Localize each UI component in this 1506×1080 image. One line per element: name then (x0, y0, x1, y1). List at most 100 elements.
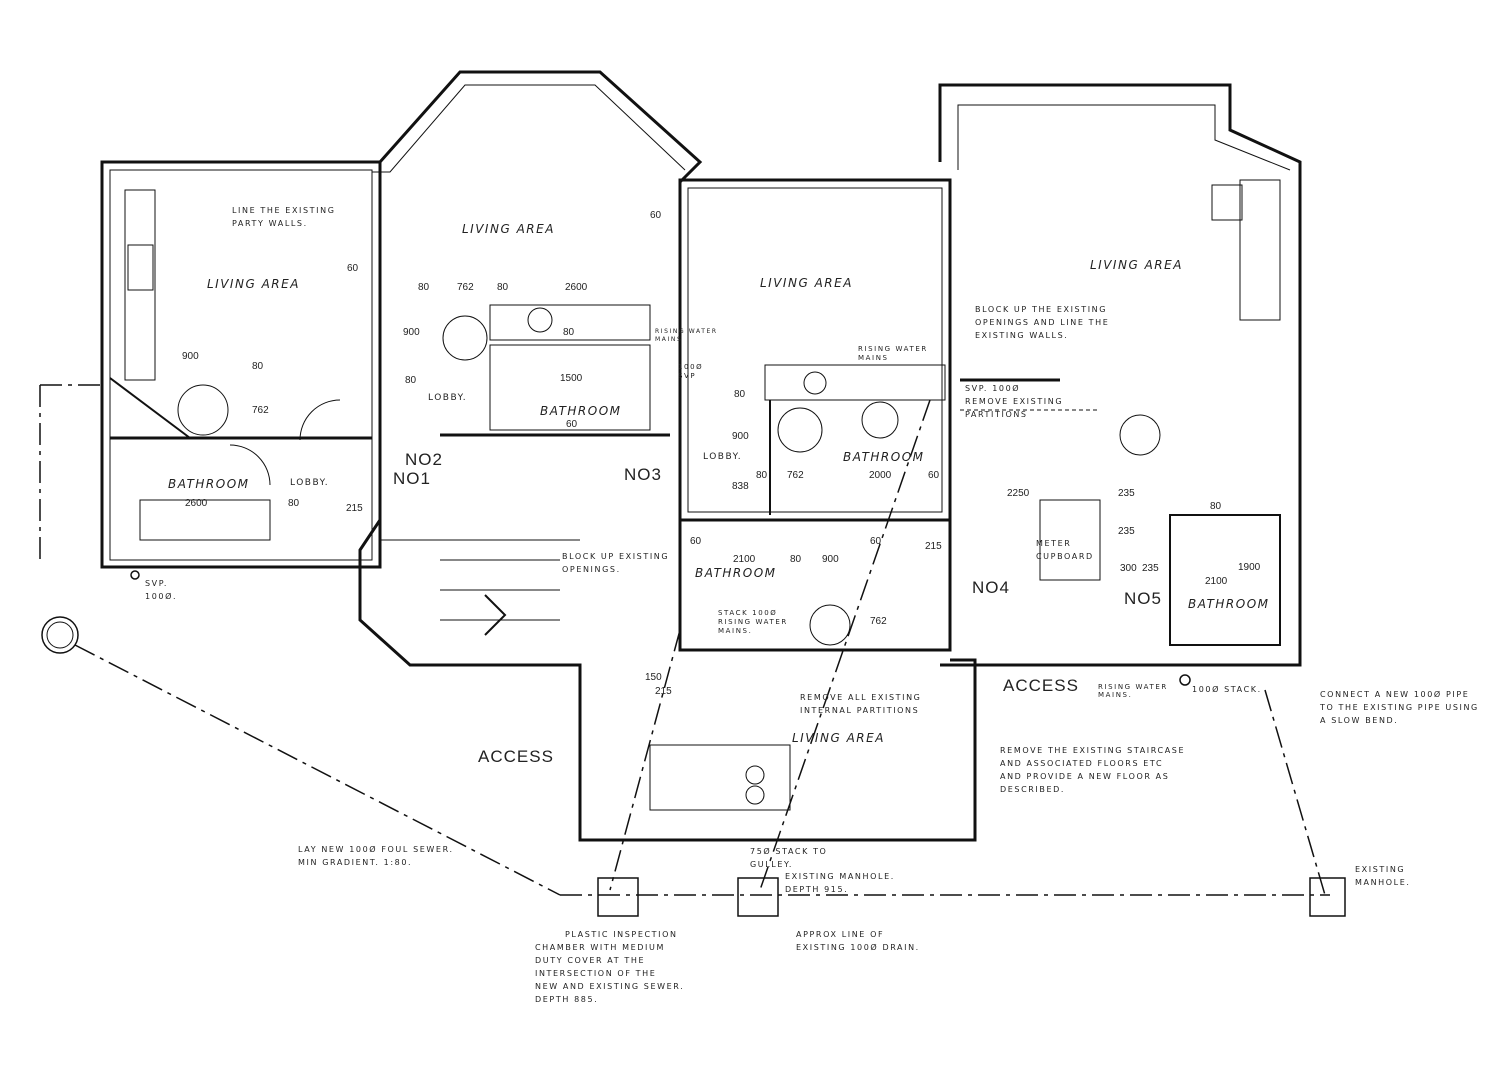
note-existing-manhole-right: Existing manhole. (1355, 863, 1411, 889)
note-line: a slow bend. (1320, 716, 1399, 725)
dimension: 80 (405, 375, 417, 386)
note-line: 100Ø. (145, 592, 178, 601)
room-label-bathroom: Bathroom (695, 566, 777, 580)
dimension: 900 (732, 431, 749, 442)
dimension: 215 (655, 686, 672, 697)
note-remove-staircase: Remove the existing staircaseand associa… (1000, 744, 1185, 796)
unit-2-walls (362, 70, 952, 522)
dimension: 1900 (1238, 562, 1261, 573)
dimension: 215 (346, 503, 363, 514)
room-label-living: Living Area (462, 222, 555, 236)
dimension: 80 (563, 327, 575, 338)
manholes (41, 570, 1346, 917)
dimension: 900 (182, 351, 199, 362)
dimension: 60 (928, 470, 940, 481)
dimension: 80 (252, 361, 264, 372)
unit-4-walls (938, 83, 1302, 667)
note-line: to the existing pipe using (1320, 703, 1479, 712)
dimension: 2100 (733, 554, 756, 565)
note-line: manhole. (1355, 878, 1411, 887)
note-existing-drain: Approx line ofexisting 100Ø drain. (796, 928, 920, 954)
room-label-living: Living Area (760, 276, 853, 290)
note-svp-remove-partitions: SVP. 100ØRemove existingpartitions (965, 382, 1063, 421)
note-rising-water-mains: Rising watermains (655, 328, 718, 344)
unit-number-4: No4 (972, 578, 1010, 597)
note-line: SVP. 100Ø (965, 384, 1021, 393)
dimension: 80 (756, 470, 768, 481)
room-label-living: Living Area (792, 731, 885, 745)
note-line: internal partitions (800, 706, 920, 715)
dimension: 215 (925, 541, 942, 552)
dimension: 762 (457, 282, 474, 293)
dimension: 762 (870, 616, 887, 627)
dimension: 60 (650, 210, 662, 221)
note-line: Stack 100Ø (718, 609, 778, 617)
dimension: 2250 (1007, 488, 1030, 499)
note-line: chamber with medium (535, 943, 665, 952)
unit-number-2: No2 (405, 450, 443, 469)
note-stack: Stack 100ØRising watermains. (718, 609, 788, 636)
note-inspection-chamber: Plastic inspection chamber with medium dut… (535, 928, 684, 1006)
dimension: 60 (566, 419, 578, 430)
note-line: Remove existing (965, 397, 1064, 406)
dimension: 235 (1142, 563, 1159, 574)
note-party-walls: Line the existingparty walls. (232, 204, 336, 230)
note-line: duty cover at the (535, 956, 646, 965)
room-label-living: Living Area (207, 277, 300, 291)
dimension: 2600 (185, 498, 208, 509)
note-line: Existing manhole. (785, 872, 895, 881)
dimension: 80 (497, 282, 509, 293)
note-line: mains. (1098, 691, 1133, 699)
note-line: 75Ø stack to (750, 847, 828, 856)
dimension: 300 (1120, 563, 1137, 574)
dimension: 762 (787, 470, 804, 481)
note-line: mains (858, 354, 889, 362)
note-line: SVP (678, 372, 697, 380)
note-line: Lay new 100Ø foul sewer. (298, 845, 454, 854)
note-connect-pipe: Connect a new 100Ø pipe to the existing p… (1320, 688, 1479, 727)
note-line: Rising water (858, 345, 928, 353)
room-label-bathroom: Bathroom (540, 404, 622, 418)
note-line: Approx line of (796, 930, 885, 939)
room-label-lobby: Lobby. (703, 452, 743, 462)
note-line: 100Ø (678, 363, 704, 371)
dimension: 1500 (560, 373, 583, 384)
note-line: Plastic inspection (565, 930, 678, 939)
access-label: ACCESS (478, 747, 554, 766)
dimension: 150 (645, 672, 662, 683)
dimension: 900 (403, 327, 420, 338)
room-label-meter: Meter cupboard (1036, 539, 1094, 561)
dimension: 235 (1118, 526, 1135, 537)
note-line: Rising water (1098, 683, 1168, 691)
note-line: Remove the existing staircase (1000, 746, 1186, 755)
note-line: Rising water (655, 328, 718, 335)
note-existing-manhole: Existing manhole.Depth 915. (785, 870, 895, 896)
note-line: Existing (1355, 865, 1406, 874)
room-label-bathroom: Bathroom (168, 477, 250, 491)
note-line: party walls. (232, 219, 308, 228)
dimension: 80 (418, 282, 430, 293)
note-stack-100: 100Ø stack. (1192, 685, 1262, 694)
note-gulley-stack: 75Ø stack to gulley. (750, 845, 827, 871)
drain-lines (39, 384, 1330, 896)
room-label-bathroom: Bathroom (1188, 597, 1270, 611)
note-line: Connect a new 100Ø pipe (1320, 690, 1470, 699)
dimension: 838 (732, 481, 749, 492)
note-block-up-openings: Block up the existingopenings and line t… (975, 303, 1109, 342)
note-line: SVP. (145, 579, 169, 588)
note-line: Min gradient. 1:80. (298, 858, 413, 867)
note-line: Block up existing (562, 552, 670, 561)
note-rising-water-mains: Rising watermains. (1098, 683, 1168, 699)
note-line: gulley. (750, 860, 794, 869)
dimension: 60 (870, 536, 882, 547)
unit-number-3: No3 (624, 465, 662, 484)
unit-number-5: No5 (1124, 589, 1162, 608)
note-line: mains (655, 336, 683, 343)
note-line: mains. (718, 627, 753, 635)
dimension: 762 (252, 405, 269, 416)
room-label-living: Living Area (1090, 258, 1183, 272)
unit-3-walls (764, 364, 946, 515)
dimension: 2100 (1205, 576, 1228, 587)
